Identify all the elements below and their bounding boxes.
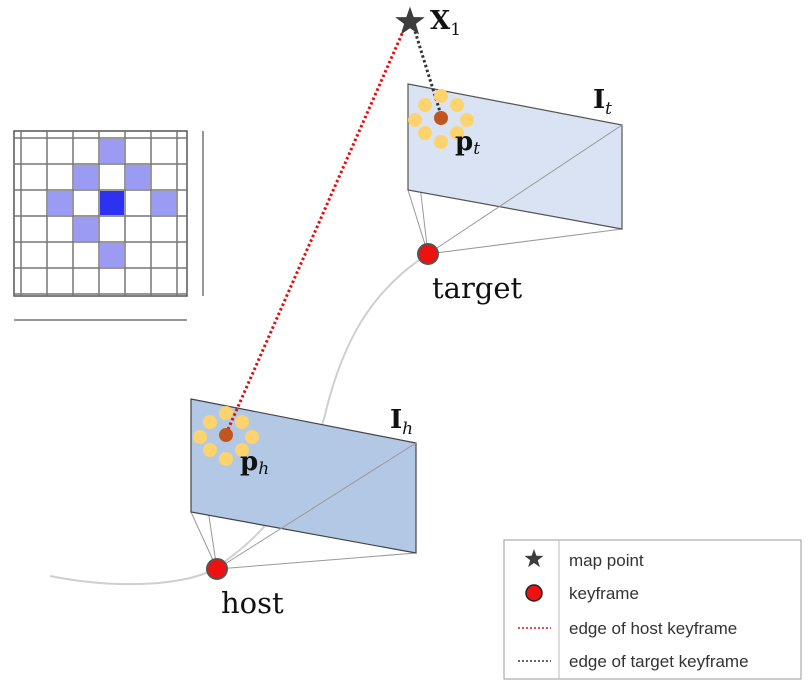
pattern-pixel-dot [219, 452, 233, 466]
host-keyframe-edge [224, 26, 407, 435]
pattern-cell [100, 139, 124, 163]
host-pixel-pattern [193, 406, 259, 466]
pattern-center-dot [219, 428, 233, 442]
target-keyframe-dot [417, 243, 439, 265]
map-point-label: X1 [430, 6, 461, 40]
pattern-center-dot [434, 111, 448, 125]
keyframe-dot-icon [525, 584, 543, 602]
target-image-plane [407, 83, 623, 230]
target-image-label: It [593, 85, 612, 119]
pattern-pixel-dot [418, 126, 432, 140]
host-keyframe-dot [206, 558, 228, 580]
pattern-pixel-dot [434, 89, 448, 103]
legend-label-target-edge: edge of target keyframe [569, 652, 749, 671]
pattern-cell [74, 165, 98, 189]
pattern-pixel-dot [418, 98, 432, 112]
pattern-cell [48, 191, 72, 215]
target-pixel-label: pt [455, 127, 480, 159]
star-icon [524, 549, 544, 568]
host-pixel-label: ph [240, 447, 269, 479]
pattern-pixel-dot [245, 430, 259, 444]
target-pixel-pattern [408, 89, 474, 149]
legend-label-host-edge: edge of host keyframe [569, 619, 737, 638]
pattern-grid-cells [48, 139, 176, 267]
host-image-plane [190, 398, 417, 554]
map-point-star-icon [395, 6, 425, 35]
pattern-cell [100, 191, 124, 215]
pattern-pixel-dot [219, 406, 233, 420]
target-frustum-ray [427, 124, 623, 255]
target-keyframe-label: target [432, 271, 523, 305]
pattern-pixel-dot [193, 430, 207, 444]
pattern-pixel-dot [450, 126, 464, 140]
pattern-cell [100, 243, 124, 267]
pattern-pixel-dot [460, 113, 474, 127]
legend: map point keyframe edge of host keyframe… [503, 539, 802, 680]
pattern-cell [126, 165, 150, 189]
pattern-pixel-dot [434, 135, 448, 149]
legend-label-map-point: map point [569, 551, 644, 570]
pattern-pixel-dot [203, 443, 217, 457]
host-image-label: Ih [390, 405, 413, 439]
pattern-pixel-dot [235, 415, 249, 429]
pattern-grid [13, 130, 204, 321]
pattern-pixel-dot [450, 98, 464, 112]
pattern-pixel-dot [203, 415, 217, 429]
host-frustum-ray [216, 442, 417, 570]
pattern-cell [152, 191, 176, 215]
legend-label-keyframe: keyframe [569, 584, 639, 603]
pattern-pixel-dot [235, 443, 249, 457]
pattern-cell [74, 217, 98, 241]
host-keyframe-label: host [221, 586, 284, 620]
pattern-pixel-dot [408, 113, 422, 127]
pattern-grid-lines [14, 131, 204, 321]
